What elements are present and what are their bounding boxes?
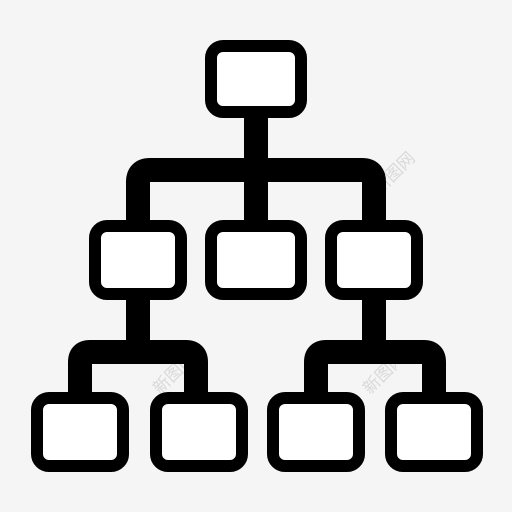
- level-three-node: [267, 392, 365, 472]
- root-node: [205, 40, 307, 118]
- right-sub-bus: [304, 340, 446, 398]
- node-boxes: [31, 40, 483, 472]
- level-three-node: [31, 392, 129, 472]
- level-two-node: [325, 220, 423, 300]
- level-three-node: [385, 392, 483, 472]
- left-sub-bus: [68, 340, 208, 398]
- level-three-node: [150, 392, 248, 472]
- level-two-node: [89, 220, 187, 300]
- connector-lines: [68, 112, 446, 398]
- level-two-node: [205, 220, 307, 300]
